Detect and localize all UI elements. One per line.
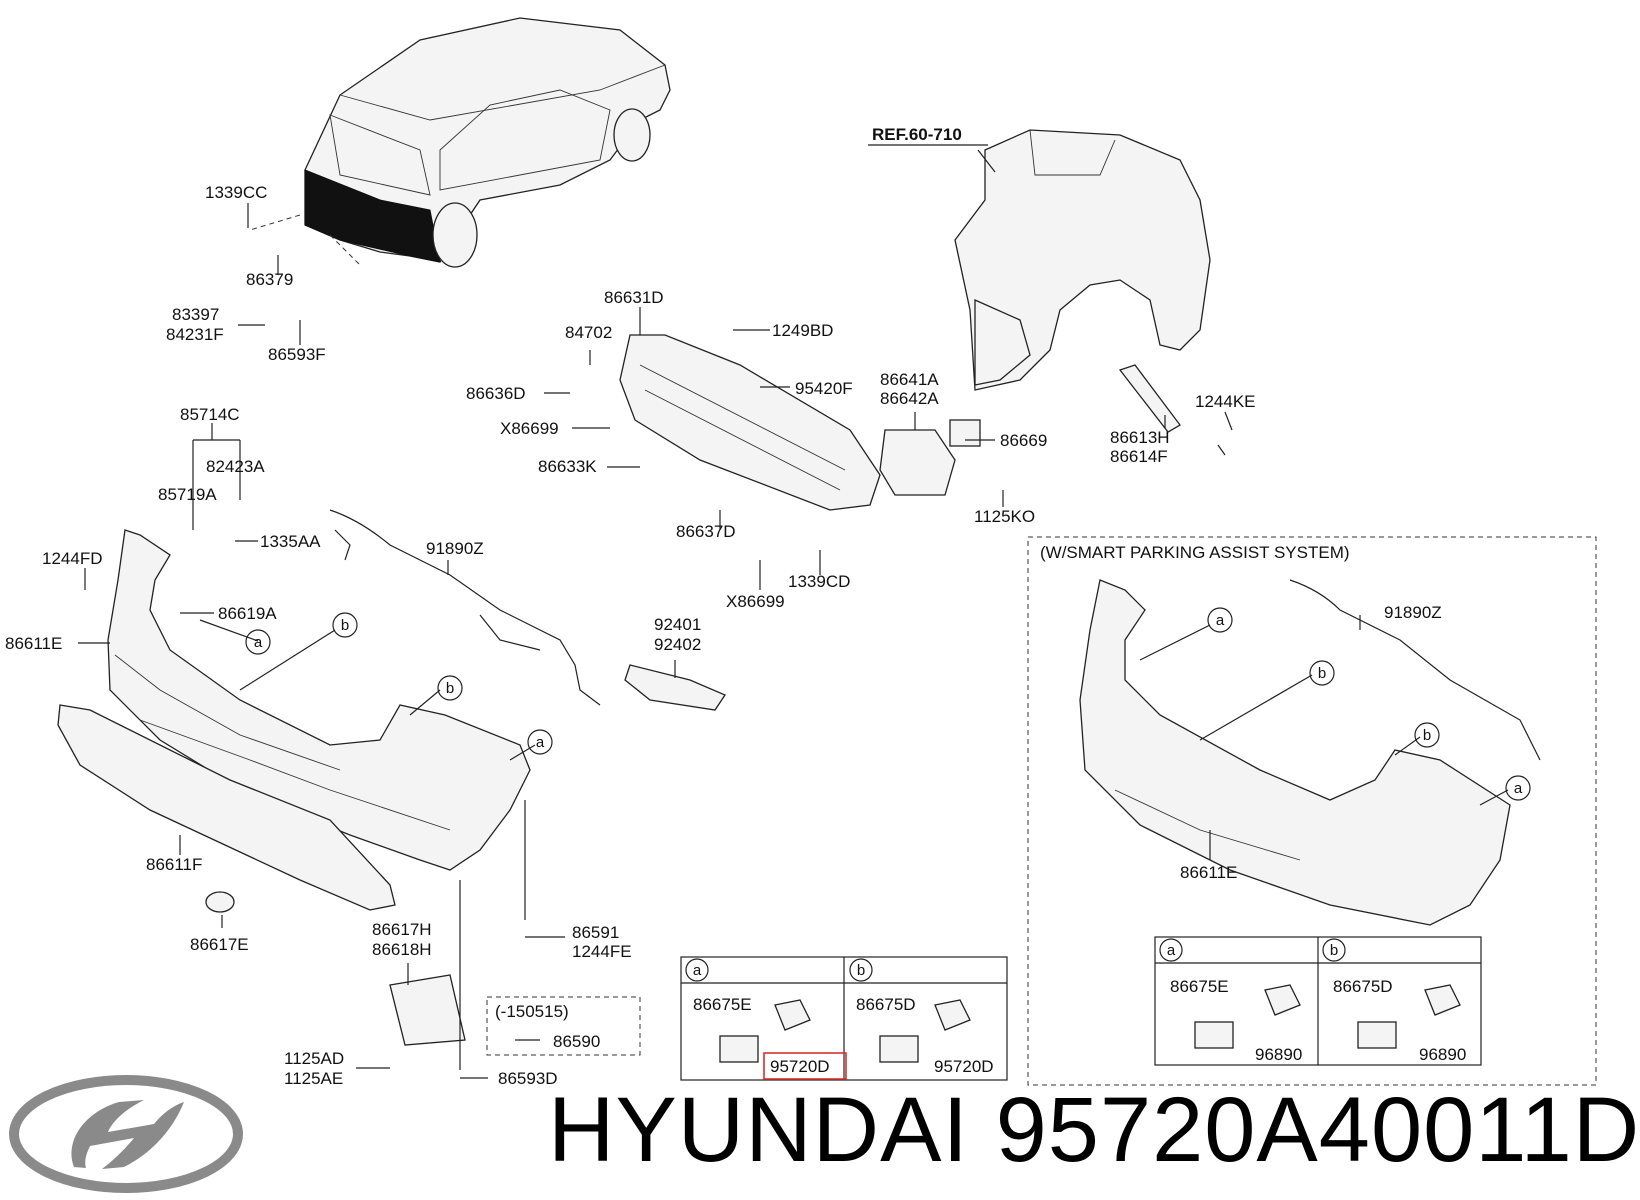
part-label: 92401 — [654, 615, 701, 634]
part-label: 84231F — [166, 325, 224, 344]
callout-a: a — [536, 734, 545, 751]
part-label: 96890 — [1255, 1045, 1302, 1064]
part-label: 96890 — [1419, 1045, 1466, 1064]
part-label: 86593F — [268, 345, 326, 364]
bumper-cover — [57, 529, 531, 1046]
part-label: 1339CD — [788, 572, 850, 591]
reference-label: REF.60-710 — [872, 125, 962, 144]
callout-b: b — [1318, 665, 1326, 682]
part-label: 1125AD — [284, 1049, 344, 1068]
part-label: 82423A — [206, 457, 265, 476]
part-label: 86675D — [856, 995, 916, 1014]
part-label: 86614F — [1110, 447, 1168, 466]
part-label: 83397 — [172, 305, 219, 324]
callout-b: b — [446, 680, 454, 697]
part-label: 86669 — [1000, 431, 1047, 450]
part-label: 1249BD — [772, 321, 833, 340]
table-header-b: b — [1330, 942, 1338, 959]
part-label: 86611E — [1180, 863, 1237, 882]
part-label-highlighted: 95720D — [770, 1057, 830, 1076]
smart-parking-panel — [1027, 536, 1597, 1086]
part-label: 86611F — [146, 855, 202, 874]
part-label: 86619A — [218, 604, 277, 623]
part-label: 85714C — [180, 405, 240, 424]
leader-lines — [78, 203, 1509, 1079]
sensor-table-right — [1154, 936, 1482, 1066]
wiring-harness — [329, 509, 601, 706]
quarter-panel-illustration — [868, 129, 1211, 391]
part-label: 1125AE — [284, 1069, 343, 1088]
part-label: 85719A — [158, 485, 217, 504]
part-label: 86675E — [693, 995, 752, 1014]
part-label: (-150515) — [495, 1002, 569, 1021]
part-label: 95720D — [934, 1057, 994, 1076]
part-label: 91890Z — [426, 539, 484, 558]
table-header-a: a — [1167, 942, 1176, 959]
callout-a: a — [254, 634, 263, 651]
part-label: 1125KO — [974, 507, 1035, 526]
callout-b: b — [1423, 727, 1431, 744]
part-label: 1244KE — [1195, 392, 1256, 411]
parts-diagram: a b b a a b b a a b a b REF.60-710 1339C… — [5, 17, 1597, 1088]
part-label: 86591 — [572, 923, 619, 942]
part-label: 86617H — [372, 920, 432, 939]
part-label: 1335AA — [260, 532, 321, 551]
part-label: 1339CC — [205, 183, 267, 202]
part-label: 95420F — [795, 379, 853, 398]
part-label: 86593D — [498, 1069, 558, 1088]
smart-parking-title: (W/SMART PARKING ASSIST SYSTEM) — [1040, 543, 1350, 562]
hyundai-logo — [9, 1075, 243, 1193]
part-label: 1244FD — [42, 549, 102, 568]
part-label: 84702 — [565, 323, 612, 342]
part-label: 86637D — [676, 522, 736, 541]
callout-a: a — [1514, 780, 1523, 797]
part-label: 86675E — [1170, 977, 1229, 996]
part-label: 86611E — [5, 634, 62, 653]
table-header-b: b — [857, 962, 865, 979]
part-label: 86590 — [553, 1032, 600, 1051]
part-label: 86617E — [190, 935, 249, 954]
part-label: X86699 — [726, 592, 785, 611]
part-number-title: HYUNDAI 95720A40011D — [548, 1079, 1640, 1181]
highlight-box — [763, 1052, 847, 1080]
part-label: 86641A — [880, 370, 939, 389]
bumper-beam — [619, 334, 1226, 511]
part-label: 91890Z — [1384, 603, 1442, 622]
car-illustration — [249, 17, 671, 268]
reflector — [624, 664, 726, 711]
table-header-a: a — [693, 962, 702, 979]
part-label: 86379 — [246, 270, 293, 289]
part-label: 86613H — [1110, 428, 1170, 447]
part-label: 86633K — [538, 457, 597, 476]
callout-circles: a b b a a b b a a b a b — [245, 607, 1531, 982]
part-label: 86675D — [1333, 977, 1393, 996]
sensor-table-left — [680, 956, 1008, 1081]
part-label: X86699 — [500, 419, 559, 438]
part-labels: REF.60-710 1339CC 86379 83397 84231F 865… — [5, 125, 1466, 1088]
part-label: 1244FE — [572, 942, 632, 961]
callout-b: b — [341, 617, 349, 634]
part-label: 86642A — [880, 389, 939, 408]
subgroup-box — [486, 996, 641, 1056]
part-label: 86636D — [466, 384, 526, 403]
part-label: 92402 — [654, 635, 701, 654]
part-label: 86631D — [604, 288, 664, 307]
callout-a: a — [1216, 612, 1225, 629]
part-label: 86618H — [372, 940, 432, 959]
